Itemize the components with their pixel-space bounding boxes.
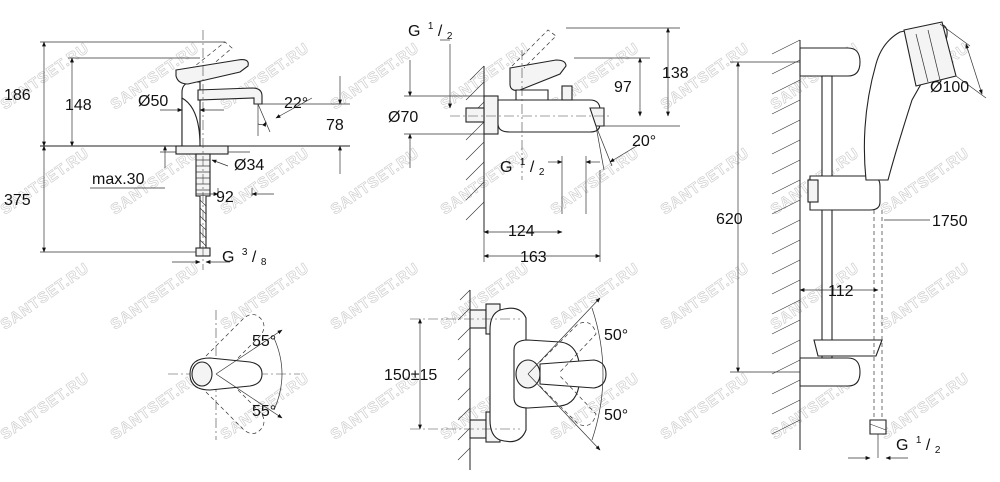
connection-g: G: [222, 249, 234, 266]
connection-slash: /: [252, 249, 257, 266]
shower-set-view: Ø100 620 1750 112 G 1 / 2: [716, 21, 987, 460]
dim-basin-spout-clearance: 78: [326, 117, 344, 134]
watermark-text: SANTSET.RU: [658, 370, 753, 444]
connection-num: 1: [428, 21, 434, 32]
dim-bath-centres: 150±15: [384, 367, 437, 384]
watermark-text: SANTSET.RU: [0, 260, 93, 334]
dim-basin-height-total: 186: [4, 87, 31, 104]
watermark-text: SANTSET.RU: [108, 370, 203, 444]
bath-top-connection: G 1 / 2: [408, 16, 453, 42]
bath-lever-angle-up: 50°: [604, 327, 628, 344]
basin-mixer-side-view: 186 148 Ø50 22° 78 375 max.30 Ø34: [4, 30, 350, 270]
basin-lever-top-view: 55° 55°: [168, 310, 300, 440]
watermark-text: SANTSET.RU: [108, 260, 203, 334]
dim-bath-height-97: 97: [614, 79, 632, 96]
watermark-text: SANTSET.RU: [658, 260, 753, 334]
watermark-text: SANTSET.RU: [328, 260, 423, 334]
connection-slash: /: [438, 23, 443, 40]
connection-den: 8: [261, 257, 267, 268]
dim-shower-rail-length: 620: [716, 211, 743, 228]
watermark-text: SANTSET.RU: [218, 145, 313, 219]
dim-shower-rail-offset: 112: [828, 283, 854, 300]
watermark-text: SANTSET.RU: [218, 260, 313, 334]
watermark-text: SANTSET.RU: [328, 145, 423, 219]
dim-basin-below-counter: 375: [4, 192, 31, 209]
connection-g: G: [896, 437, 908, 454]
dim-basin-spout-diameter: Ø50: [138, 93, 168, 110]
dim-basin-spout-angle: 22°: [284, 95, 308, 112]
connection-num: 3: [242, 247, 248, 258]
basin-lever-angle-up: 55°: [252, 333, 276, 350]
dim-bath-projection-124: 124: [508, 223, 535, 240]
bath-mixer-front-view: 150±15 50° 50°: [384, 289, 628, 470]
bath-outlet-connection: G 1 / 2: [500, 152, 545, 178]
connection-slash: /: [530, 159, 535, 176]
connection-num: 1: [916, 435, 922, 446]
watermark-text: SANTSET.RU: [548, 260, 643, 334]
watermark-text: SANTSET.RU: [0, 370, 93, 444]
dim-shower-head-diameter: Ø100: [930, 79, 969, 96]
connection-g: G: [500, 159, 512, 176]
connection-den: 2: [447, 31, 453, 42]
connection-num: 1: [520, 157, 526, 168]
watermark-text: SANTSET.RU: [438, 145, 533, 219]
dim-basin-connection: G 3 / 8: [222, 242, 267, 268]
connection-g: G: [408, 23, 420, 40]
bath-mixer-side-view: G 1 / 2 Ø70 97 138 20° G 1 /: [388, 16, 689, 266]
dim-basin-offset: 92: [216, 189, 234, 206]
watermark-text: SANTSET.RU: [328, 40, 423, 114]
basin-lever-angle-down: 55°: [252, 403, 276, 420]
dim-shower-hose-length: 1750: [932, 213, 968, 230]
dim-basin-height-spout: 148: [65, 97, 92, 114]
bath-lever-angle-down: 50°: [604, 407, 628, 424]
connection-den: 2: [935, 445, 941, 456]
connection-den: 2: [539, 167, 545, 178]
watermark-text: SANTSET.RU: [878, 260, 973, 334]
dim-bath-height-138: 138: [662, 65, 689, 82]
watermark-text: SANTSET.RU: [658, 145, 753, 219]
dim-bath-outlet-angle: 20°: [632, 133, 656, 150]
dim-bath-projection-163: 163: [520, 249, 547, 266]
dim-bath-rosette-diameter: Ø70: [388, 109, 418, 126]
dim-basin-hole-diameter: Ø34: [234, 157, 264, 174]
connection-slash: /: [926, 437, 931, 454]
shower-hose-connection: G 1 / 2: [896, 430, 941, 456]
dim-basin-counter-thickness: max.30: [92, 171, 145, 188]
